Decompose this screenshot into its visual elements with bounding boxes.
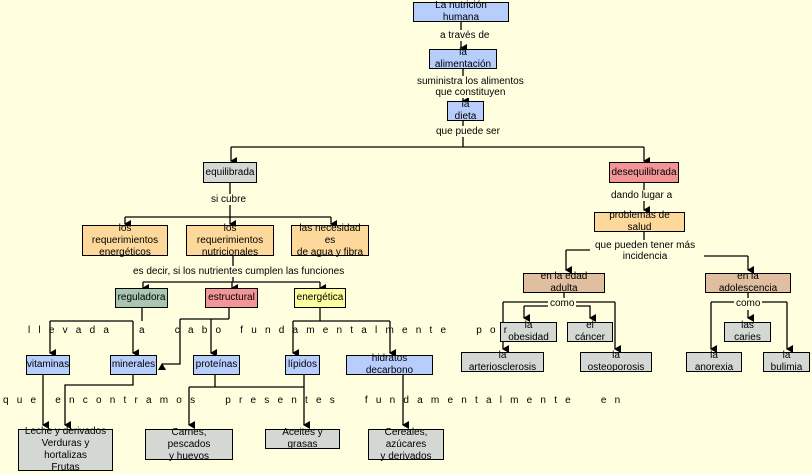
node-cancer[interactable]: el cáncer: [567, 320, 613, 343]
link-si-cubre: si cubre: [209, 194, 249, 205]
node-caries[interactable]: las caries: [724, 320, 771, 343]
node-dieta[interactable]: la dieta: [447, 99, 484, 122]
link-suministra: suministra los alimentos que constituyen: [415, 76, 526, 98]
node-agua-fibra[interactable]: las necesidad es de agua y fibra: [291, 223, 369, 258]
node-proteinas[interactable]: proteínas: [193, 355, 240, 375]
link-es-decir: es decir, si los nutrientes cumplen las …: [131, 266, 347, 277]
node-minerales[interactable]: minerales: [110, 355, 157, 375]
link-dando-lugar: dando lugar a: [609, 190, 675, 201]
node-anorexia[interactable]: la anorexia: [686, 350, 742, 373]
node-obesidad[interactable]: la obesidad: [500, 320, 557, 343]
node-reguladora[interactable]: reguladora: [115, 288, 168, 308]
node-lipidos[interactable]: lípidos: [285, 355, 320, 375]
node-bulimia[interactable]: la bulimia: [763, 350, 810, 373]
node-vitaminas[interactable]: vitaminas: [26, 355, 70, 375]
node-leche-verduras-frutas[interactable]: Leche y derivados Verduras y hortalizas …: [18, 426, 113, 473]
node-carnes[interactable]: Carnes, pescados y huevos: [145, 427, 233, 462]
node-cereales[interactable]: Cereales, azúcares y derivados: [368, 427, 444, 462]
link-a-traves-de: a través de: [438, 30, 492, 41]
link-que-puede-ser: que puede ser: [434, 126, 502, 137]
node-problemas-salud[interactable]: problemas de salud: [594, 210, 685, 233]
link-como-adolescencia: como: [734, 298, 763, 309]
node-requerimientos-energeticos[interactable]: los requerimientos energéticos: [82, 223, 168, 258]
link-que-pueden-tener: que pueden tener más incidencia: [593, 240, 698, 262]
node-requerimientos-nutricionales[interactable]: los requerimientos nutricionales: [186, 223, 274, 258]
node-hidratos[interactable]: hidratos decarbono: [346, 353, 433, 376]
node-estructural[interactable]: estructural: [205, 288, 258, 308]
node-adolescencia[interactable]: en la adolescencia: [705, 271, 791, 294]
node-alimentacion[interactable]: la alimentación: [429, 47, 497, 70]
node-arteriosclerosis[interactable]: la arteriosclerosis: [461, 350, 544, 373]
node-edad-adulta[interactable]: en la edad adulta: [523, 271, 605, 294]
link-que-encontramos: que encontramos presentes fundamentalmen…: [3, 395, 629, 406]
node-equilibrada[interactable]: equilibrada: [203, 162, 257, 183]
node-desequilibrada[interactable]: desequilibrada: [609, 162, 679, 183]
node-nutricion-humana[interactable]: La nutrición humana: [413, 0, 509, 23]
node-aceites[interactable]: Aceites y grasas: [265, 427, 340, 450]
link-como-adulta: como: [548, 298, 577, 309]
node-osteoporosis[interactable]: la osteoporosis: [580, 350, 652, 373]
node-energetica[interactable]: energética: [294, 288, 346, 308]
link-llevada-a-cabo: llevada a cabo fundamentalmente por: [28, 325, 516, 336]
